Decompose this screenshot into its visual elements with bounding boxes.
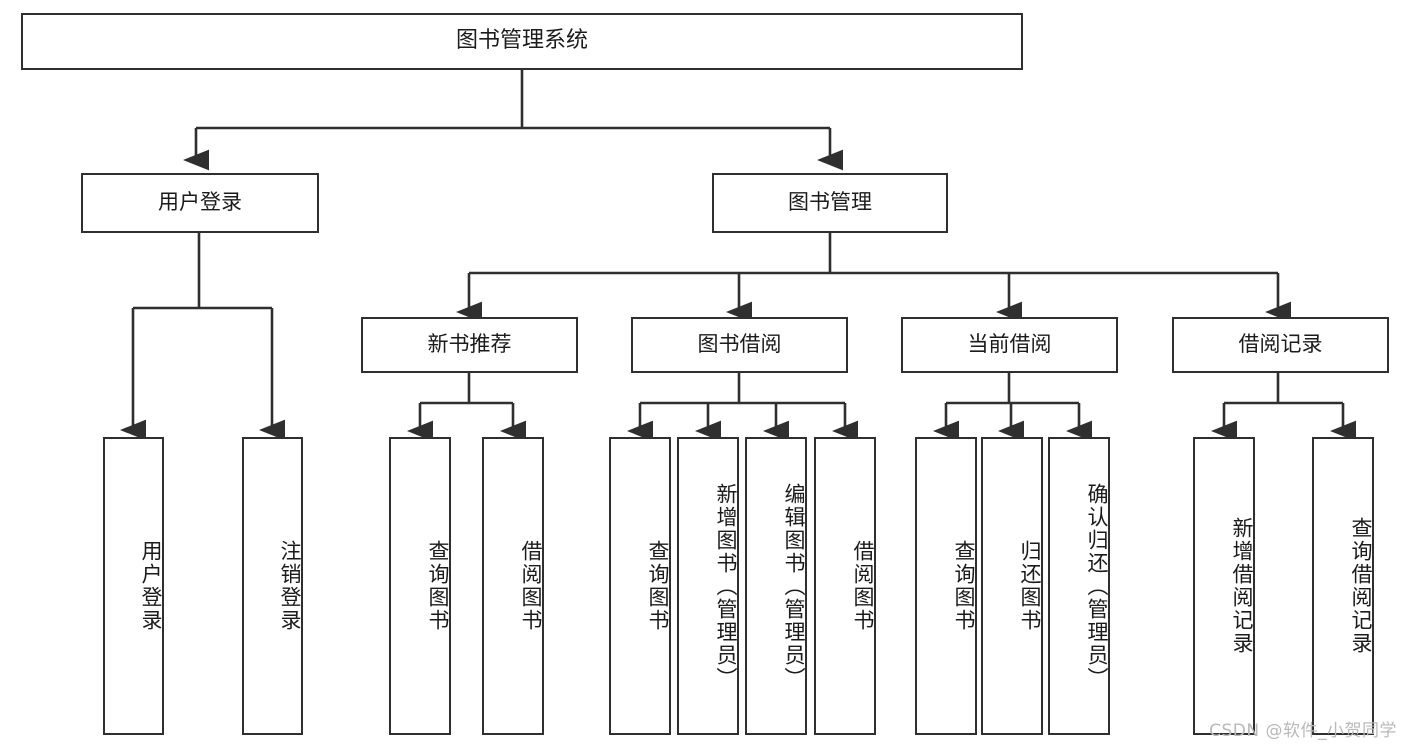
node-leaf-return-book-label: 归还图书 <box>1018 540 1042 632</box>
watermark-text: CSDN @软件_小贺同学 <box>1209 721 1397 741</box>
node-leaf-borrow-book-2[interactable]: 借阅图书 <box>814 437 876 735</box>
node-borrow-record-label: 借阅记录 <box>1238 332 1323 357</box>
node-leaf-edit-book[interactable]: 编辑图书（管理员） <box>745 437 807 735</box>
node-book-borrow-label: 图书借阅 <box>697 332 782 357</box>
node-user-login[interactable]: 用户登录 <box>81 173 319 233</box>
node-leaf-query-book-2-label: 查询图书 <box>646 540 670 632</box>
node-leaf-confirm-return[interactable]: 确认归还（管理员） <box>1048 437 1110 735</box>
node-leaf-query-book-3[interactable]: 查询图书 <box>915 437 977 735</box>
node-leaf-logout-login[interactable]: 注销登录 <box>242 437 303 735</box>
node-leaf-add-record-label: 新增借阅记录 <box>1230 517 1254 655</box>
node-book-manage-label: 图书管理 <box>788 190 872 215</box>
node-book-borrow[interactable]: 图书借阅 <box>631 317 848 373</box>
node-new-book-rec-label: 新书推荐 <box>427 332 512 357</box>
node-leaf-return-book[interactable]: 归还图书 <box>981 437 1043 735</box>
node-current-borrow-label: 当前借阅 <box>967 332 1052 357</box>
node-leaf-user-login[interactable]: 用户登录 <box>103 437 164 735</box>
node-leaf-query-book-1[interactable]: 查询图书 <box>389 437 451 735</box>
node-leaf-edit-book-label: 编辑图书（管理员） <box>782 482 806 690</box>
node-leaf-query-book-2[interactable]: 查询图书 <box>609 437 671 735</box>
node-leaf-borrow-book-1[interactable]: 借阅图书 <box>482 437 544 735</box>
node-leaf-borrow-book-2-label: 借阅图书 <box>851 540 875 632</box>
node-leaf-add-record[interactable]: 新增借阅记录 <box>1193 437 1255 735</box>
node-leaf-query-book-3-label: 查询图书 <box>952 540 976 632</box>
node-leaf-user-login-label: 用户登录 <box>139 540 163 632</box>
node-leaf-query-book-1-label: 查询图书 <box>426 540 450 632</box>
node-leaf-add-book-label: 新增图书（管理员） <box>714 482 738 690</box>
node-borrow-record[interactable]: 借阅记录 <box>1172 317 1389 373</box>
node-user-login-label: 用户登录 <box>158 190 242 215</box>
node-leaf-logout-login-label: 注销登录 <box>278 540 302 632</box>
node-new-book-rec[interactable]: 新书推荐 <box>361 317 578 373</box>
node-root[interactable]: 图书管理系统 <box>21 13 1023 70</box>
node-root-label: 图书管理系统 <box>455 28 588 54</box>
node-book-manage[interactable]: 图书管理 <box>712 173 948 233</box>
node-leaf-confirm-return-label: 确认归还（管理员） <box>1085 482 1109 690</box>
node-leaf-add-book[interactable]: 新增图书（管理员） <box>677 437 739 735</box>
node-current-borrow[interactable]: 当前借阅 <box>901 317 1118 373</box>
node-leaf-borrow-book-1-label: 借阅图书 <box>519 540 543 632</box>
node-leaf-query-record[interactable]: 查询借阅记录 <box>1312 437 1374 735</box>
node-leaf-query-record-label: 查询借阅记录 <box>1349 517 1373 655</box>
